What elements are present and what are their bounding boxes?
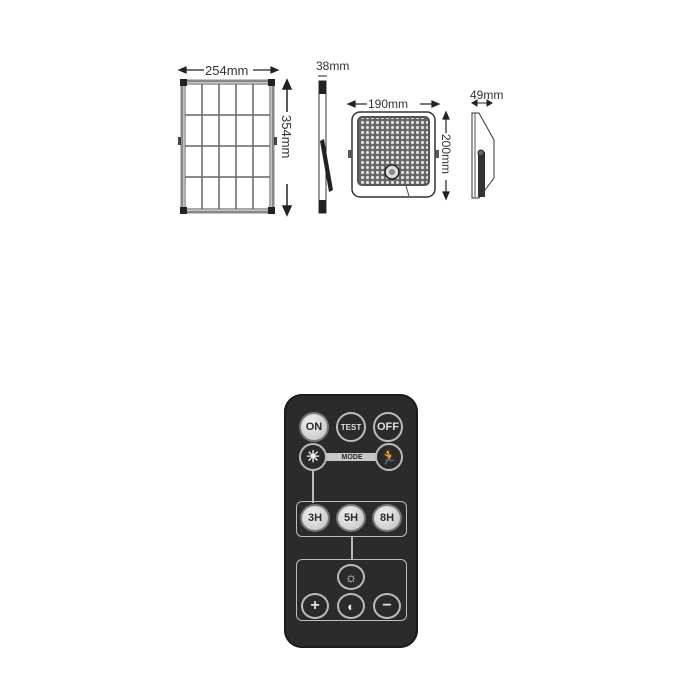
panel-width-label: 254mm — [205, 63, 249, 78]
panel-depth-label: 38mm — [316, 59, 350, 73]
on-button[interactable]: ON — [299, 412, 329, 442]
sun-icon: ☀ — [305, 449, 321, 466]
off-button[interactable]: OFF — [373, 412, 403, 442]
connector-line-2 — [351, 537, 353, 559]
remote-control: ON TEST OFF MODE ☀ 🏃 3H 5H 8H ☼ + ◐ − — [284, 394, 418, 648]
lamp-height-label: 200mm — [439, 134, 453, 175]
plus-button[interactable]: + — [301, 593, 329, 619]
brightness-panel — [296, 559, 407, 621]
sun-mode-button[interactable]: ☀ — [299, 443, 327, 471]
mode-label: MODE — [322, 453, 382, 461]
motion-sensor-icon: 🏃 — [380, 448, 398, 465]
plus-icon: + — [310, 597, 320, 614]
half-brightness-icon: ◐ — [347, 598, 355, 614]
timer-panel — [296, 501, 407, 537]
motion-mode-button[interactable]: 🏃 — [375, 443, 403, 471]
solar-panel-front — [178, 79, 277, 214]
flood-lamp-front — [348, 111, 439, 198]
test-button[interactable]: TEST — [336, 412, 366, 442]
minus-button[interactable]: − — [373, 593, 401, 619]
lamp-width-label: 190mm — [368, 97, 409, 111]
panel-height-label: 354mm — [279, 115, 294, 159]
connector-line — [312, 471, 314, 503]
lamp-depth-label: 49mm — [470, 88, 504, 102]
flood-lamp-side — [471, 112, 495, 199]
brightness-sun-icon: ☼ — [344, 569, 358, 585]
timer-3h-button[interactable]: 3H — [300, 504, 330, 532]
brightness-button[interactable]: ☼ — [337, 564, 365, 590]
minus-icon: − — [382, 597, 392, 614]
timer-5h-button[interactable]: 5H — [336, 504, 366, 532]
solar-panel-side — [318, 75, 333, 214]
timer-8h-button[interactable]: 8H — [372, 504, 402, 532]
half-brightness-button[interactable]: ◐ — [337, 593, 365, 619]
